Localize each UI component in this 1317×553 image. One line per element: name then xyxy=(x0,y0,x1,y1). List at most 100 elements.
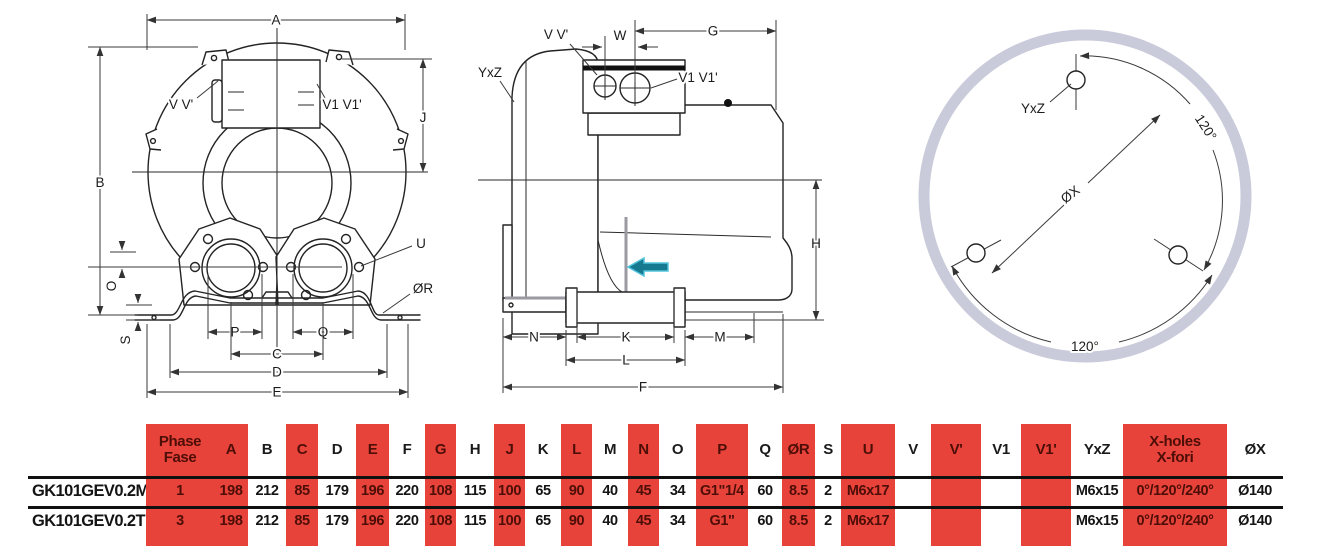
cell-G-row1: 108 xyxy=(429,483,452,499)
column-V': V' xyxy=(931,424,981,546)
angle-label-right: 120° xyxy=(1192,112,1220,144)
cell-H-row1: 115 xyxy=(463,483,487,499)
dim-label-H: H xyxy=(811,236,821,251)
column-header-YxZ: YxZ xyxy=(1083,441,1111,458)
cell-D-row2: 179 xyxy=(325,513,349,529)
dim-label-P: P xyxy=(230,325,239,340)
cell-G-row2: 108 xyxy=(429,513,452,529)
dim-label-OX: ØX xyxy=(1058,183,1083,207)
dim-label-VV: V V' xyxy=(169,97,193,112)
column-header-H: H xyxy=(469,441,481,458)
cell-K-row2: 65 xyxy=(535,513,551,529)
dim-label-D: D xyxy=(272,365,282,380)
cell-U-row1: M6x17 xyxy=(846,483,890,499)
column-V1: V1 xyxy=(981,424,1021,546)
cell-V'-row2 xyxy=(931,506,981,536)
bolt-hole-right xyxy=(1168,245,1188,265)
cell-F-row1: 220 xyxy=(395,483,419,499)
column-header-ØR: ØR xyxy=(787,441,810,458)
dim-label-V1V1: V1 V1' xyxy=(322,97,361,112)
cell-A-row1: 198 xyxy=(219,483,243,499)
cell-V-row2 xyxy=(895,506,931,536)
dim-label-OR: ØR xyxy=(413,281,434,296)
dim-label-C: C xyxy=(272,347,282,362)
model-row-label-2: GK101GEV0.2T xyxy=(32,512,146,530)
cell-ØX-row1: Ø140 xyxy=(1238,483,1272,499)
side-dimensions: W G V V' V1 V1' YxZ H N K xyxy=(476,20,824,397)
model-header-blank xyxy=(28,424,146,476)
cell-V1-row1 xyxy=(981,476,1021,506)
column-header-G: G xyxy=(434,441,447,458)
column-header-V: V xyxy=(908,441,918,458)
cell-V1'-row2 xyxy=(1021,506,1071,536)
cell-Phase-row2: 3 xyxy=(176,513,184,529)
cell-M-row1: 40 xyxy=(602,483,618,499)
dim-label-K: K xyxy=(621,330,630,345)
cell-U-row2: M6x17 xyxy=(846,513,890,529)
column-header-M: M xyxy=(603,441,617,458)
column-header-K: K xyxy=(537,441,549,458)
column-header-F: F xyxy=(402,441,412,458)
dim-label-U: U xyxy=(416,236,426,251)
cell-L-row2: 90 xyxy=(568,513,585,529)
dim-label-YxZ-side: YxZ xyxy=(478,65,502,80)
flange-view-drawing: ØX 120° 120° YxZ xyxy=(918,29,1252,363)
column-header-J: J xyxy=(505,441,514,458)
side-view-drawing: W G V V' V1 V1' YxZ H N K xyxy=(476,20,824,397)
cell-J-row1: 100 xyxy=(498,483,521,499)
cell-A-row2: 198 xyxy=(219,513,243,529)
column-G: G 108 108 xyxy=(425,424,456,546)
column-header-N: N xyxy=(638,441,649,458)
dim-label-B: B xyxy=(95,175,104,190)
column-header-D: D xyxy=(331,441,343,458)
dim-label-E: E xyxy=(272,385,281,400)
cell-V'-row1 xyxy=(931,476,981,506)
port-pipe xyxy=(565,291,686,324)
cell-P-row2: G1" xyxy=(709,513,735,529)
cell-B-row1: 212 xyxy=(255,483,279,499)
front-view-drawing: A B J O S P Q xyxy=(88,11,435,402)
column-header-S: S xyxy=(823,441,833,458)
cell-Phase-row1: 1 xyxy=(176,483,184,499)
cell-K-row1: 65 xyxy=(535,483,551,499)
dim-label-L: L xyxy=(622,353,630,368)
angle-label-bottom: 120° xyxy=(1071,339,1099,354)
flange-ring xyxy=(918,29,1252,363)
dim-label-F: F xyxy=(639,380,647,395)
lifting-eye xyxy=(724,99,732,107)
dim-label-S: S xyxy=(118,335,133,344)
column-header-V': V' xyxy=(949,441,963,458)
column-header-C: C xyxy=(296,441,308,458)
blower-housing-front xyxy=(134,42,421,321)
column-header-U: U xyxy=(862,441,874,458)
cell-F-row2: 220 xyxy=(395,513,419,529)
column-header-V1': V1' xyxy=(1035,441,1057,458)
cell-N-row2: 45 xyxy=(635,513,652,529)
cell-S-row1: 2 xyxy=(824,483,832,499)
column-header-P: P xyxy=(717,441,727,458)
column-header-O: O xyxy=(671,441,684,458)
motor-body xyxy=(597,104,793,301)
port-right xyxy=(293,238,353,298)
cell-H-row2: 115 xyxy=(463,513,487,529)
cell-L-row1: 90 xyxy=(568,483,585,499)
column-K: K 65 65 xyxy=(525,424,561,546)
terminal-box-front xyxy=(221,59,321,129)
column-V: V xyxy=(895,424,931,546)
dim-label-V1V1-side: V1 V1' xyxy=(678,70,717,85)
